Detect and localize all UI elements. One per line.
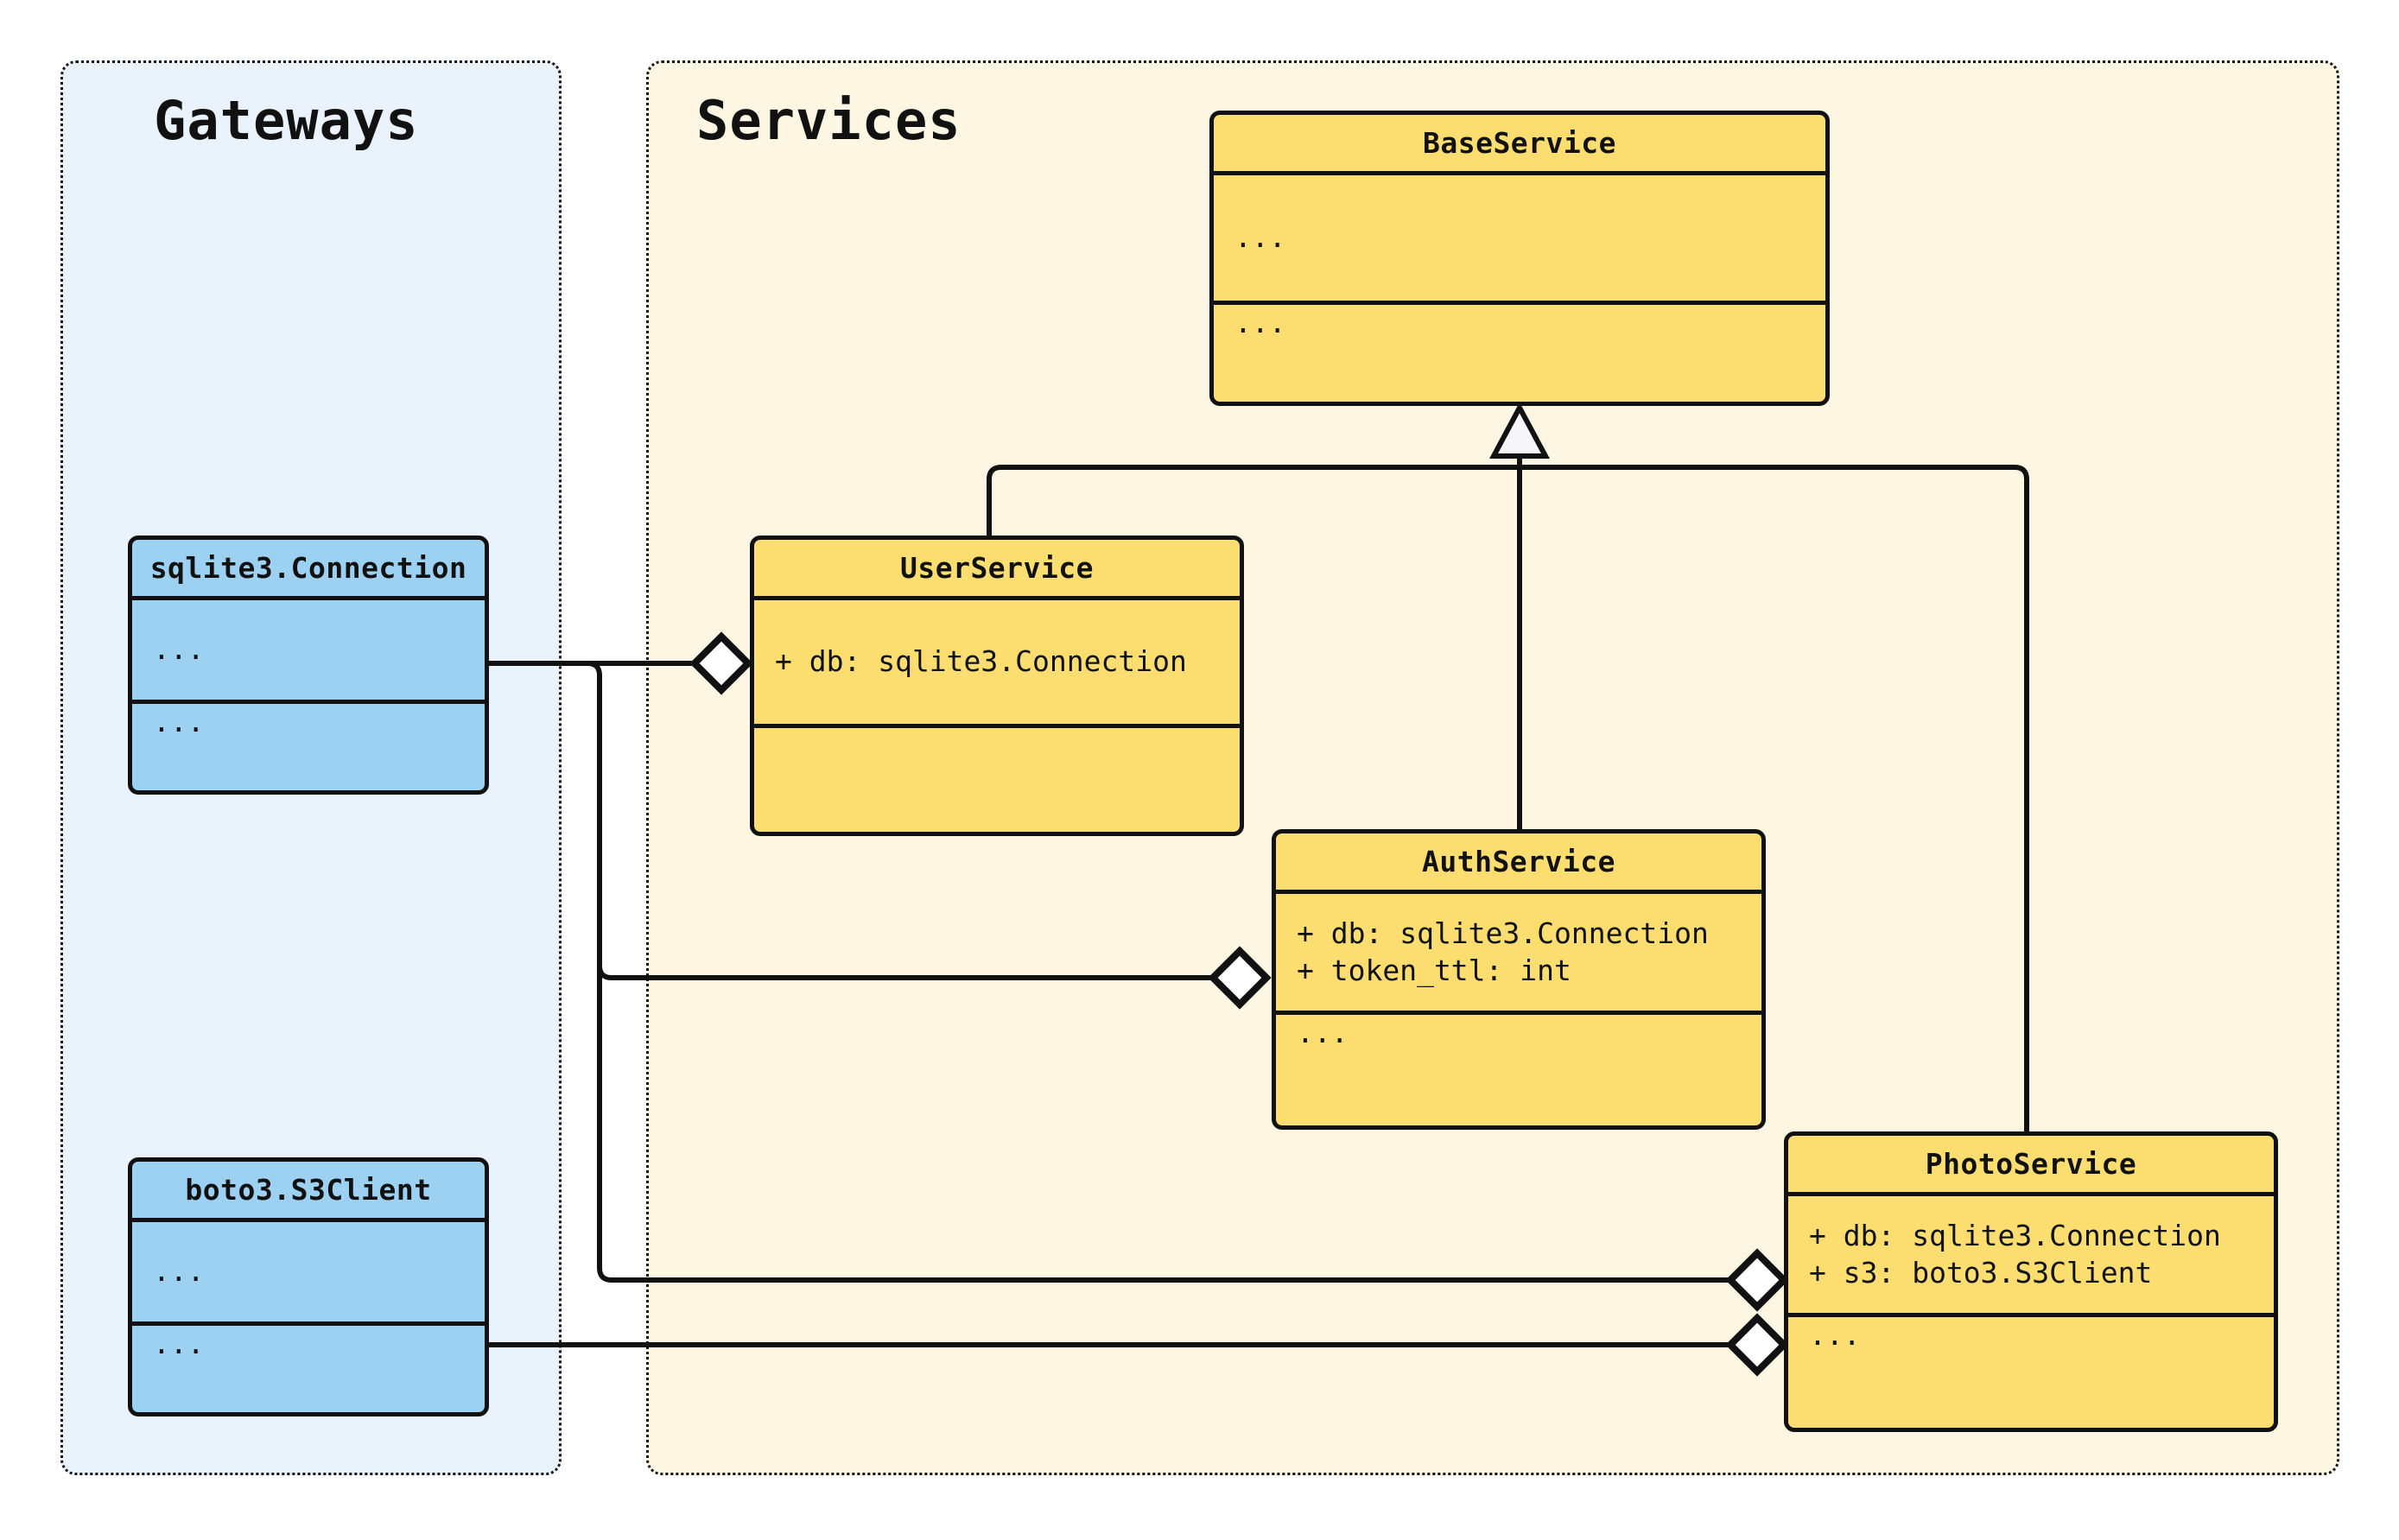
class-attributes-sqlite3-connection: ... (132, 596, 485, 700)
class-box-sqlite3-connection[interactable]: sqlite3.Connection ... ... (128, 536, 489, 795)
class-attributes-authservice: + db: sqlite3.Connection + token_ttl: in… (1276, 890, 1761, 1011)
class-name-authservice: AuthService (1421, 845, 1616, 878)
method-row: ... (1297, 1016, 1349, 1049)
class-attributes-baseservice: ... (1214, 171, 1825, 301)
attribute-row: + token_ttl: int (1297, 953, 1571, 987)
attribute-row: + db: sqlite3.Connection (775, 644, 1187, 679)
method-row: ... (153, 1327, 205, 1360)
attribute-row: + db: sqlite3.Connection (1297, 916, 1709, 951)
class-attributes-photoservice: + db: sqlite3.Connection + s3: boto3.S3C… (1788, 1192, 2274, 1313)
class-methods-boto3-s3client: ... (132, 1321, 485, 1362)
class-box-photoservice[interactable]: PhotoService + db: sqlite3.Connection + … (1784, 1131, 2278, 1432)
class-methods-baseservice: ... (1214, 301, 1825, 341)
class-methods-photoservice: ... (1788, 1313, 2274, 1353)
attribute-row: ... (1234, 220, 1286, 255)
method-row: ... (1234, 306, 1286, 339)
class-box-boto3-s3client[interactable]: boto3.S3Client ... ... (128, 1157, 489, 1416)
class-methods-sqlite3-connection: ... (132, 700, 485, 740)
class-box-authservice[interactable]: AuthService + db: sqlite3.Connection + t… (1272, 829, 1766, 1130)
attribute-row: ... (153, 1254, 205, 1289)
class-attributes-boto3-s3client: ... (132, 1218, 485, 1321)
attribute-row: ... (153, 632, 205, 667)
class-name-sqlite3-connection: sqlite3.Connection (149, 551, 467, 585)
class-name-baseservice: BaseService (1422, 126, 1617, 160)
attribute-row: + s3: boto3.S3Client (1809, 1255, 2153, 1290)
package-gateways-title: Gateways (154, 89, 419, 152)
class-attributes-userservice: + db: sqlite3.Connection (754, 596, 1240, 724)
class-name-userservice: UserService (899, 551, 1095, 585)
method-row: ... (153, 705, 205, 738)
class-name-boto3-s3client: boto3.S3Client (185, 1173, 432, 1207)
class-methods-userservice (754, 724, 1240, 728)
class-methods-authservice: ... (1276, 1011, 1761, 1051)
class-box-baseservice[interactable]: BaseService ... ... (1209, 111, 1830, 406)
class-name-photoservice: PhotoService (1925, 1147, 2137, 1181)
class-box-userservice[interactable]: UserService + db: sqlite3.Connection (750, 536, 1244, 836)
attribute-row: + db: sqlite3.Connection (1809, 1219, 2221, 1253)
package-services-title: Services (696, 89, 962, 152)
method-row: ... (1809, 1318, 1861, 1352)
